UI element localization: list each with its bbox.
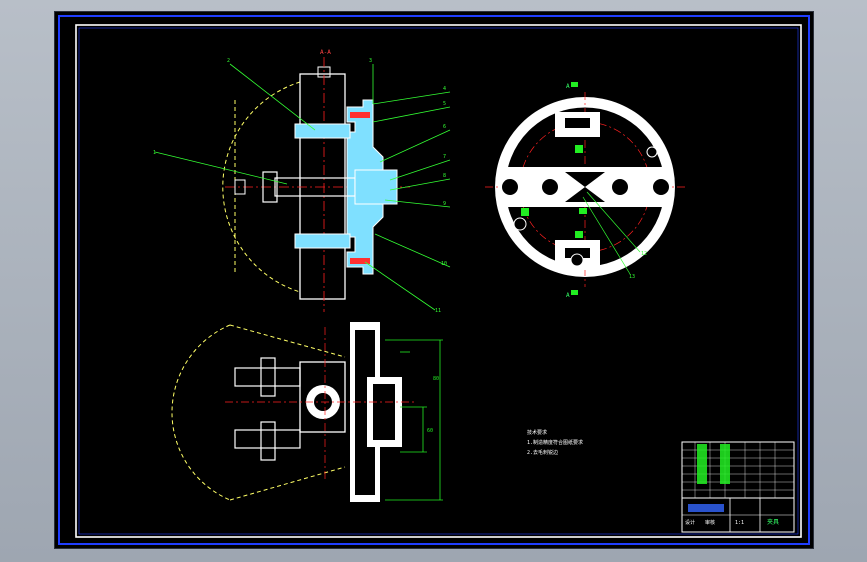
tb-scale: 1:1 [735,520,744,526]
view-marker-bottom: A [566,292,570,299]
marker-3 [579,208,587,214]
small-hole-tl [513,217,527,231]
leader-num-9: 9 [443,201,446,207]
section-label: A-A [320,49,331,56]
notes-line2: 2.去毛刺锐边 [527,449,558,456]
shaft-end [234,179,246,195]
leader-num-6: 6 [443,124,446,130]
leader-num-5: 5 [443,101,446,107]
right-eye [651,177,671,197]
leader-num-10: 10 [441,261,447,267]
front-view: 80 60 [171,322,443,502]
tb-part-name: 夹具 [767,518,779,526]
bolt-top [350,112,370,118]
dimension-lines [385,339,443,501]
knob-upper [260,357,276,397]
dim-label-80: 80 [433,376,439,382]
notes-heading: 技术要求 [527,429,547,436]
marker-block-top [571,82,578,87]
inner-border [75,24,802,538]
v-slot [565,172,605,202]
marker-4 [575,231,583,238]
shaft-knob [262,171,278,203]
small-hole-tr [646,146,658,158]
yoke-body [299,361,346,433]
body-column [299,73,346,300]
outer-border [58,15,810,545]
bolt-bottom [350,258,370,264]
leader-num-4: 4 [443,86,446,92]
phantom-cone [171,324,346,501]
inner-right-hole [612,179,628,195]
lower-arm [294,233,351,249]
title-block: 设计 审核 1:1 夹具 [681,441,795,533]
end-view-circle: A A [485,82,685,299]
inner-border-2 [78,27,799,535]
upper-arm [294,123,351,139]
leader-lines [154,63,451,311]
rod-upper [234,367,301,387]
inner-left-hole [542,179,558,195]
circle-leader-1 [586,191,641,253]
leader-num-13: 13 [629,274,635,280]
leader-num-2: 2 [227,58,230,64]
marker-2 [521,208,529,216]
drawing-sheet[interactable]: A-A [55,12,813,548]
left-eye [500,177,520,197]
hub [354,169,398,205]
tb-designer: 设计 [685,519,695,526]
rod-lower [234,429,301,449]
marker-1 [575,145,583,153]
technical-notes: 技术要求 1.制造精度符合图纸要求 2.去毛刺锐边 [527,429,583,456]
dim-label-60: 60 [427,428,433,434]
leader-num-1: 1 [153,150,156,156]
leader-num-7: 7 [443,154,446,160]
notes-line1: 1.制造精度符合图纸要求 [527,439,583,446]
leader-num-8: 8 [443,173,446,179]
tb-checker: 审核 [705,519,715,526]
circle-leader-2 [582,196,631,275]
view-marker-top: A [566,83,570,90]
phantom-dome-top [222,81,301,293]
section-view-aa: A-A [153,49,451,314]
leader-num-12: 12 [641,251,647,257]
leader-num-3: 3 [369,58,372,64]
leader-num-11: 11 [435,308,441,314]
drawing-canvas: A-A [58,15,810,545]
marker-block-bottom [571,290,578,295]
knob-lower [260,421,276,461]
